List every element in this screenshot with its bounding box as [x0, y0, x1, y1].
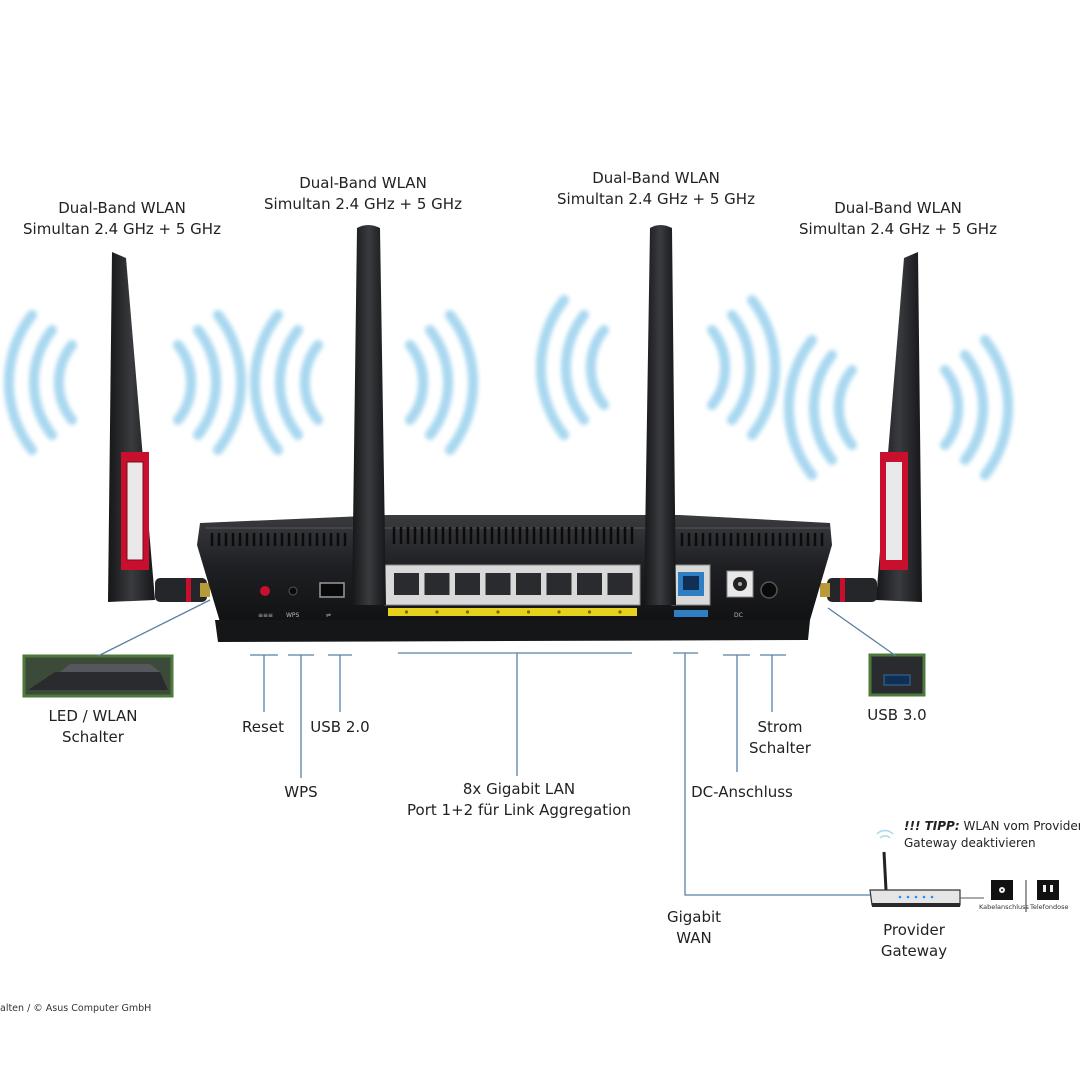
lan-port	[485, 573, 511, 595]
lan-port-marker	[618, 610, 622, 614]
lan-port	[516, 573, 541, 595]
lan-label: 8x Gigabit LAN Port 1+2 für Link Aggrega…	[399, 779, 639, 821]
wps-button-dot	[288, 586, 298, 596]
provider-gateway-label: Provider Gateway	[864, 920, 964, 962]
tip-line2: Gateway deaktivieren	[904, 836, 1036, 850]
phone-outlet-icon	[1037, 880, 1059, 900]
provider-gateway-label-line2: Gateway	[880, 942, 948, 960]
tip-prefix: !!! TIPP:	[904, 819, 960, 833]
wan-label: Gigabit WAN	[654, 907, 734, 949]
provider-gateway-label-line1: Provider	[883, 921, 945, 939]
wps-label: WPS	[284, 783, 318, 801]
antenna-right	[820, 252, 922, 602]
phone-outlet-label: Telefondose	[1030, 903, 1069, 911]
tip-line1: !!! TIPP: WLAN vom Provider	[904, 818, 1080, 835]
lan-ports	[394, 573, 633, 614]
antenna-label-4-line1: Dual-Band WLAN	[834, 199, 962, 217]
antenna-label-4-line2: Simultan 2.4 GHz + 5 GHz	[799, 220, 997, 238]
lan-port	[577, 573, 602, 595]
antenna-left	[108, 252, 210, 602]
wifi-wave-group-4	[783, 335, 1014, 480]
lan-port	[455, 573, 480, 595]
lan-port-marker	[496, 610, 500, 614]
usb2-port	[319, 582, 345, 598]
antenna-label-4: Dual-Band WLAN Simultan 2.4 GHz + 5 GHz	[798, 198, 998, 240]
svg-text:DC: DC	[734, 612, 743, 619]
svg-text:⇌: ⇌	[326, 612, 331, 619]
power-switch-label: Strom Schalter	[740, 717, 820, 759]
antenna-center-left	[352, 225, 386, 605]
antenna-label-3-line2: Simultan 2.4 GHz + 5 GHz	[557, 190, 755, 208]
antenna-label-3: Dual-Band WLAN Simultan 2.4 GHz + 5 GHz	[556, 168, 756, 210]
led-wlan-label: LED / WLAN Schalter	[28, 706, 158, 748]
power-switch	[760, 581, 778, 599]
led-wlan-label-line1: LED / WLAN	[48, 707, 138, 725]
wifi-waves	[3, 295, 1014, 480]
lan-port	[607, 573, 633, 595]
led-wlan-label-line2: Schalter	[62, 728, 124, 746]
lan-port-marker	[526, 610, 531, 614]
reset-button-dot	[260, 586, 270, 596]
usb2-label: USB 2.0	[310, 718, 370, 736]
tip-text: !!! TIPP: WLAN vom Provider Gateway deak…	[904, 818, 1080, 852]
lan-port	[546, 573, 572, 595]
leader-lines	[97, 599, 897, 896]
usb3-inset	[868, 653, 926, 697]
antenna-label-3-line1: Dual-Band WLAN	[592, 169, 720, 187]
antenna-center-right	[644, 225, 676, 605]
cable-outlet-label: Kabelanschluss	[979, 903, 1029, 911]
cable-outlet-icon	[991, 880, 1013, 900]
usb3-label: USB 3.0	[867, 706, 927, 724]
wifi-wave-group-3	[535, 295, 781, 440]
antenna-label-2: Dual-Band WLAN Simultan 2.4 GHz + 5 GHz	[263, 173, 463, 215]
svg-text:≡≡≡: ≡≡≡	[258, 612, 273, 619]
wan-label-line1: Gigabit	[666, 908, 722, 926]
reset-label: Reset	[242, 718, 284, 736]
lan-label-line1: 8x Gigabit LAN	[462, 780, 576, 798]
lan-port-marker	[465, 610, 470, 614]
wifi-wave-group-1	[3, 310, 247, 455]
lan-port	[424, 573, 450, 595]
wan-port	[678, 572, 704, 596]
lan-port-marker	[557, 610, 561, 614]
antenna-label-1-line1: Dual-Band WLAN	[58, 199, 186, 217]
antenna-label-1-line2: Simultan 2.4 GHz + 5 GHz	[23, 220, 221, 238]
lan-port	[394, 573, 419, 595]
power-switch-label-line1: Strom	[757, 718, 803, 736]
antenna-label-1: Dual-Band WLAN Simultan 2.4 GHz + 5 GHz	[22, 198, 222, 240]
antenna-label-2-line2: Simultan 2.4 GHz + 5 GHz	[264, 195, 462, 213]
antenna-label-2-line1: Dual-Band WLAN	[299, 174, 427, 192]
lan-port-marker	[435, 610, 439, 614]
wan-label-line2: WAN	[676, 929, 712, 947]
provider-gateway-icon	[869, 829, 984, 907]
vent-slots	[210, 527, 824, 546]
svg-text:WPS: WPS	[286, 612, 300, 619]
power-switch-label-line2: Schalter	[749, 739, 811, 757]
dc-label: DC-Anschluss	[691, 783, 793, 801]
wifi-wave-group-2	[249, 310, 479, 455]
tip-line1-text: WLAN vom Provider	[959, 819, 1080, 833]
lan-label-line2: Port 1+2 für Link Aggregation	[407, 801, 631, 819]
copyright-text: alten / © Asus Computer GmbH	[0, 1003, 152, 1014]
lan-port-marker	[587, 610, 592, 614]
lan-port-marker	[404, 610, 409, 614]
led-wlan-inset	[22, 654, 174, 698]
